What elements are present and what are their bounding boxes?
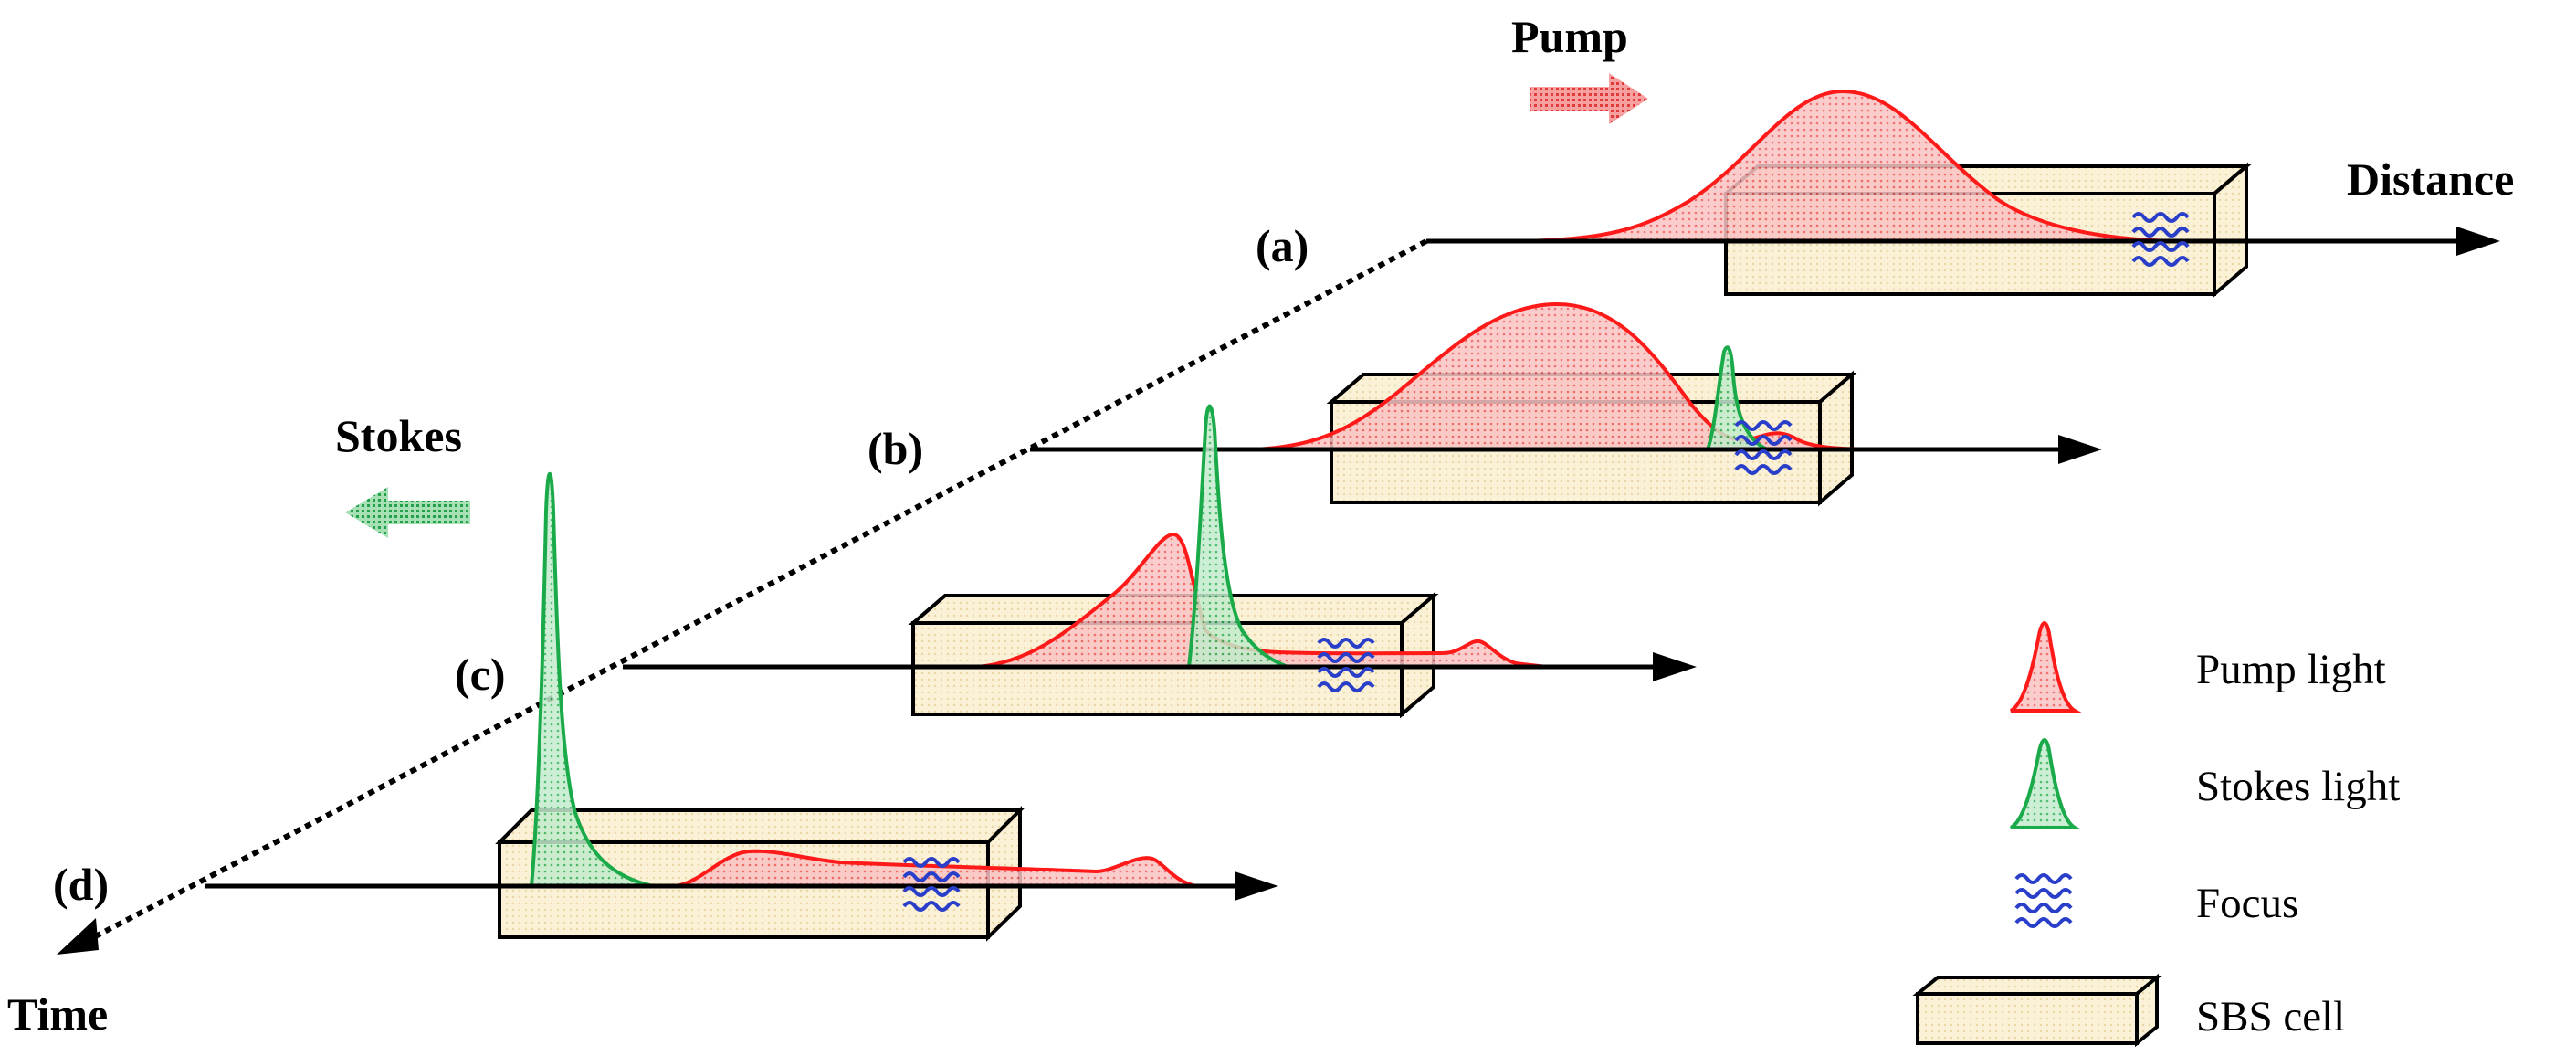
legend-focus-label: Focus	[2196, 880, 2298, 927]
panel-c	[623, 404, 1697, 719]
legend-stokes-light-icon	[2009, 738, 2082, 829]
legend-sbs-cell-front	[1916, 992, 2139, 1045]
panel-d	[205, 472, 1278, 942]
focus-wave-icon-a	[2131, 212, 2190, 267]
panel-a-label: (a)	[1256, 220, 1309, 271]
legend-focus-wave-icon	[2014, 873, 2073, 928]
stokes-pulse-b	[1705, 345, 1768, 451]
distance-axis-c-arrowhead	[1653, 652, 1697, 681]
pump-label: Pump	[1511, 11, 1628, 62]
distance-axis-b-arrowhead	[2058, 435, 2102, 464]
focus-wave-icon-b	[1734, 420, 1793, 475]
time-axis-arrowhead	[57, 918, 99, 955]
legend-sbs-cell-label: SBS cell	[2196, 993, 2345, 1040]
legend-pump-light-icon	[2009, 621, 2082, 713]
focus-wave-icon-d	[902, 857, 961, 912]
stokes-left-arrow-icon	[345, 487, 470, 538]
panel-a	[1426, 89, 2500, 299]
panel-d-label: (d)	[53, 859, 109, 910]
panel-c-label: (c)	[455, 649, 506, 700]
distance-label: Distance	[2347, 153, 2514, 205]
pump-right-arrow-icon	[1530, 73, 1648, 124]
distance-axis-a-arrowhead	[2456, 227, 2500, 256]
stokes-pulse-c	[1186, 404, 1288, 669]
time-axis	[85, 238, 1428, 944]
pump-pulse-b	[1250, 301, 1900, 451]
legend-pump-light-label: Pump light	[2196, 646, 2386, 693]
stokes-pulse-d	[529, 472, 654, 888]
focus-wave-icon-c	[1317, 638, 1375, 692]
panel-b-label: (b)	[867, 423, 923, 474]
pump-pulse-a	[1506, 89, 2174, 243]
legend-sbs-cell-top	[1912, 976, 2162, 996]
legend: Pump light Stokes light Focus SBS cell	[1912, 621, 2400, 1048]
distance-axis-d-arrowhead	[1235, 871, 1278, 901]
legend-stokes-light-label: Stokes light	[2196, 763, 2400, 810]
stokes-label: Stokes	[335, 410, 462, 461]
time-label: Time	[7, 988, 108, 1040]
panel-b	[1030, 301, 2102, 507]
